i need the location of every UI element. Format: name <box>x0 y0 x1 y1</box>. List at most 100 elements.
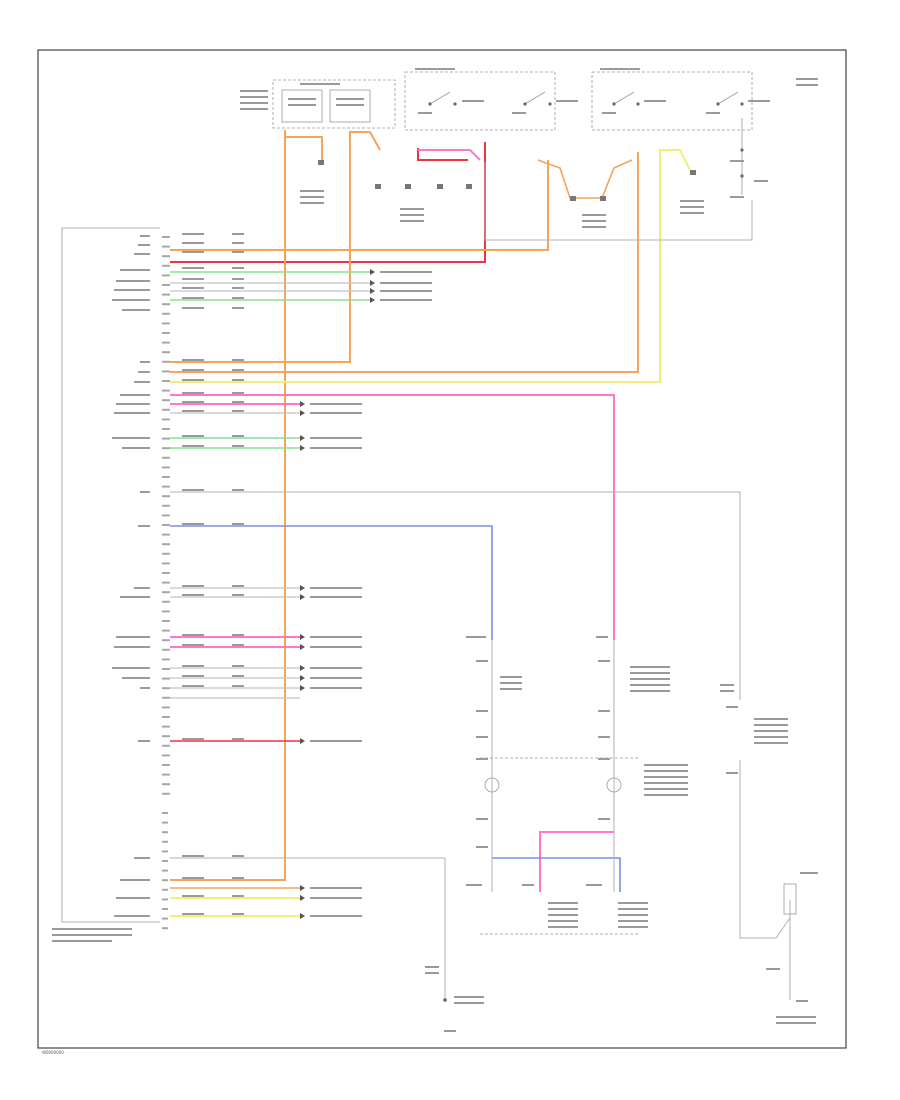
pin-tick <box>162 293 170 296</box>
arrow-icon <box>300 913 305 919</box>
pin-tick <box>162 888 168 891</box>
pin-tick <box>162 735 170 738</box>
circuit-name-label <box>138 244 150 246</box>
module-box-top-left <box>272 79 396 129</box>
system-reference-label <box>310 740 362 742</box>
arrow-icon <box>300 445 305 451</box>
pin-tick <box>162 245 170 248</box>
circuit-name-label <box>120 269 150 271</box>
main-connector-footnote <box>52 928 132 942</box>
main-connector-bracket <box>61 227 160 923</box>
circuit-name-label <box>122 309 150 311</box>
wire-color-label <box>182 489 204 491</box>
switch-group-labels <box>415 68 818 86</box>
system-reference-label <box>380 282 432 284</box>
pin-tick <box>162 792 170 795</box>
circuit-name-label <box>114 412 150 414</box>
pin-tick <box>162 524 170 526</box>
wire-gauge-label <box>232 634 244 636</box>
wire-color-label <box>182 410 204 412</box>
wire-gauge-label <box>232 665 244 667</box>
pin-tick <box>162 428 170 430</box>
wire-gauge-label <box>232 251 244 253</box>
pin-tick <box>162 648 170 651</box>
wire-gauge-label <box>232 359 244 361</box>
system-reference-label <box>310 412 362 414</box>
pin-tick <box>162 591 170 594</box>
pin-tick <box>162 466 170 469</box>
wire-color-label <box>182 877 204 879</box>
circuit-name-label <box>112 667 150 669</box>
pin-tick <box>162 485 170 488</box>
pin-tick <box>162 312 170 315</box>
pin-tick <box>162 543 170 546</box>
arrow-icon <box>300 644 305 650</box>
wire-color-label <box>182 738 204 740</box>
pin-tick <box>162 744 170 747</box>
pin-tick <box>162 456 170 459</box>
circuit-name-label <box>120 879 150 881</box>
circuit-name-label <box>138 371 150 373</box>
pin-tick <box>162 581 170 584</box>
circuit-name-label <box>140 687 150 689</box>
wire-gauge-label <box>232 435 244 437</box>
pin-tick <box>162 600 170 603</box>
arrow-icon <box>300 634 305 640</box>
wire-gauge-label <box>232 297 244 299</box>
pin-tick <box>162 869 168 872</box>
system-reference-label <box>310 403 362 405</box>
pin-tick <box>162 562 170 565</box>
wire-gauge-label <box>232 644 244 646</box>
arrow-icon <box>300 585 305 591</box>
wire-gauge-label <box>232 594 244 596</box>
pin-tick <box>162 879 168 882</box>
circuit-name-label <box>140 235 150 237</box>
arrow-icon <box>300 685 305 691</box>
wire-color-label <box>182 359 204 361</box>
pin-tick <box>162 812 168 814</box>
pin-tick <box>162 437 170 440</box>
wire-color-label <box>182 634 204 636</box>
system-reference-label <box>310 687 362 689</box>
wire-color-label <box>182 287 204 289</box>
diagram-code: W0000000 <box>42 1050 64 1055</box>
circuit-name-label <box>134 381 150 383</box>
arrow-icon <box>300 594 305 600</box>
wire-color-label <box>182 913 204 915</box>
circuit-name-label <box>122 447 150 449</box>
pin-tick <box>162 322 170 325</box>
wire-gauge-label <box>232 675 244 677</box>
arrow-icon <box>370 280 375 286</box>
pin-tick <box>162 668 170 670</box>
wire-color-label <box>182 665 204 667</box>
pin-tick <box>162 850 168 853</box>
door-module-labels <box>548 666 688 928</box>
battery-symbol <box>766 872 818 1024</box>
arrow-icon <box>300 410 305 416</box>
circuit-name-label <box>138 740 150 742</box>
wire-orange-main <box>170 130 639 881</box>
module-label-lines <box>240 83 364 110</box>
arrow-icon <box>370 297 375 303</box>
wire-color-label <box>182 307 204 309</box>
circuit-name-label <box>140 491 150 493</box>
pin-tick <box>162 629 170 632</box>
wire-gauge-label <box>232 913 244 915</box>
pin-tick <box>162 677 170 680</box>
pin-tick <box>162 610 170 613</box>
arrow-icon <box>300 401 305 407</box>
pin-tick <box>162 533 170 536</box>
wire-gauge-label <box>232 895 244 897</box>
arrow-icon <box>300 895 305 901</box>
circuit-name-label <box>140 361 150 363</box>
circuit-name-labels <box>112 233 244 917</box>
wire-red <box>170 142 486 263</box>
pin-tick <box>162 773 170 776</box>
system-reference-label <box>310 636 362 638</box>
pin-tick <box>162 831 168 834</box>
wire-color-label <box>182 392 204 394</box>
pin-tick <box>162 620 170 622</box>
circuit-name-label <box>138 525 150 527</box>
wire-color-label <box>182 251 204 253</box>
wire-color-label <box>182 675 204 677</box>
